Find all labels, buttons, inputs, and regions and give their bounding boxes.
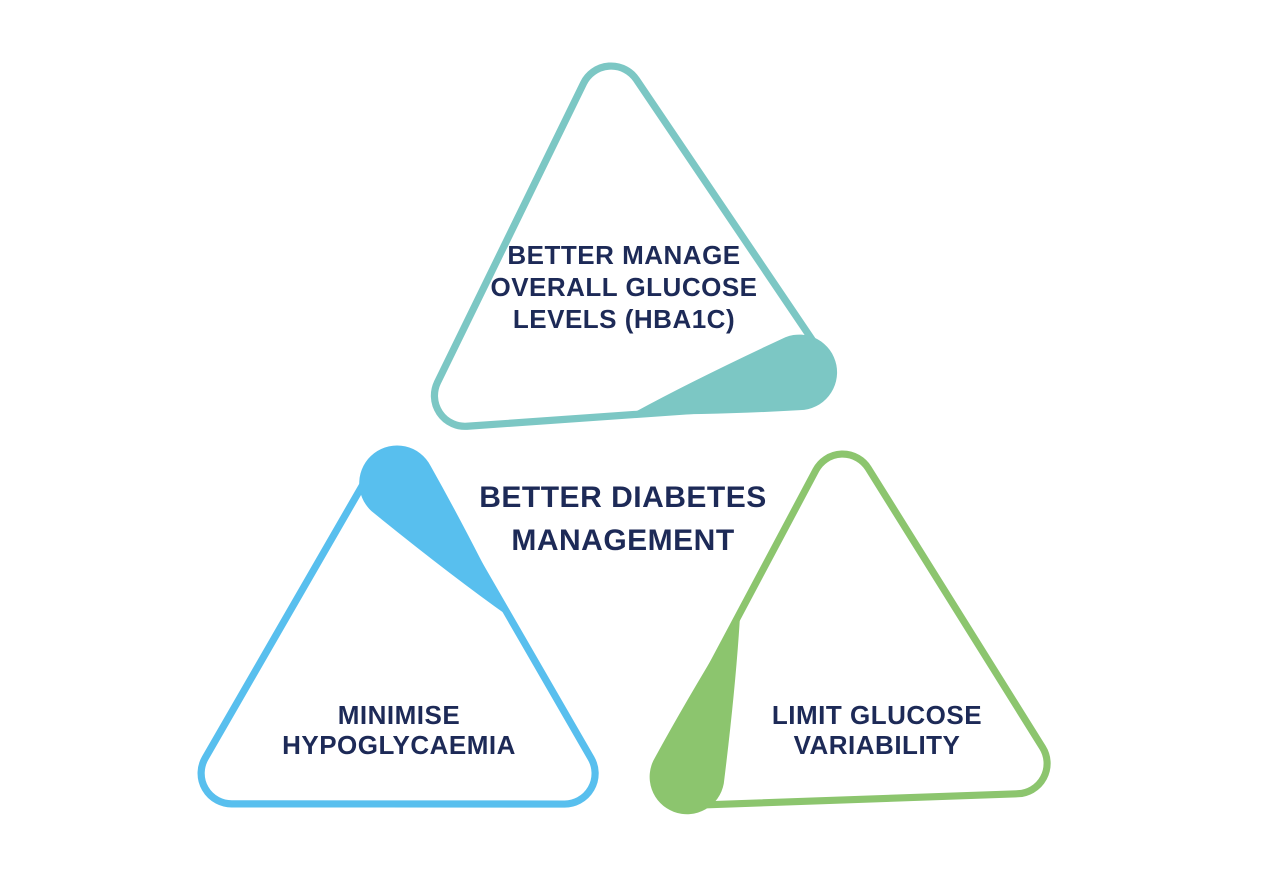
triangle-variability — [649, 450, 1051, 815]
label-line: BETTER MANAGE — [507, 240, 741, 270]
triangle-hypoglycaemia-group — [197, 445, 599, 808]
triangle-variability-group — [649, 450, 1051, 815]
label-limit-glucose-variability: LIMIT GLUCOSE VARIABILITY — [707, 700, 1047, 760]
title-line: BETTER DIABETES — [479, 481, 767, 514]
label-line: MINIMISE — [337, 700, 461, 730]
teardrop-swoosh-icon — [359, 445, 510, 618]
label-line: OVERALL GLUCOSE — [490, 272, 758, 302]
triangle-hba1c — [430, 62, 838, 430]
label-line: LIMIT GLUCOSE — [771, 700, 983, 730]
teardrop-swoosh-icon — [629, 334, 838, 415]
label-minimise-hypoglycaemia: MINIMISE HYPOGLYCAEMIA — [229, 700, 569, 760]
diagram-title: BETTER DIABETES MANAGEMENT — [423, 476, 823, 562]
teardrop-swoosh-icon — [649, 612, 741, 815]
triangle-hypoglycaemia — [197, 445, 599, 808]
label-line: LEVELS (HBA1C) — [512, 304, 736, 334]
label-line: VARIABILITY — [793, 730, 961, 760]
triangle-hba1c-group — [430, 62, 838, 430]
label-line: HYPOGLYCAEMIA — [282, 730, 516, 760]
label-better-manage-overall-glucose: BETTER MANAGE OVERALL GLUCOSE LEVELS (HB… — [454, 239, 794, 335]
title-line: MANAGEMENT — [511, 524, 735, 557]
